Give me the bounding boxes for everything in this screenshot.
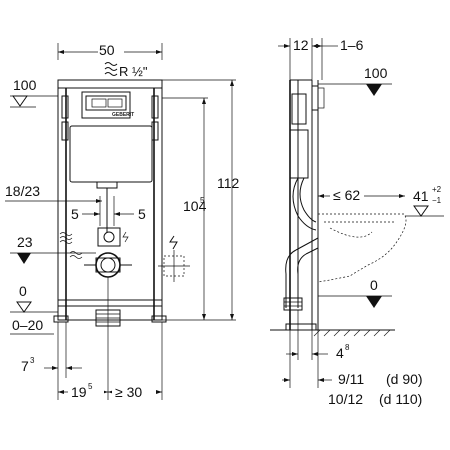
side-level-0-label: 0 [370,277,378,293]
side-dim-le62-label: ≤ 62 [333,187,360,203]
side-dim-4-label: 4 [336,345,344,361]
side-view: 12 1–6 100 ≤ 62 41 +2 −1 [270,37,444,407]
level-0-label: 0 [19,283,27,299]
side-dim-12-label: 12 [293,37,309,53]
electric-icon [169,235,178,250]
level-0-20-label: 0–20 [12,317,43,333]
dim-18-23-label: 18/23 [5,183,40,199]
water-connection-icon [104,62,118,76]
height-104-label: 104 [183,198,207,214]
level-100-label: 100 [13,77,37,93]
side-dim-1-6-label: 1–6 [340,37,364,53]
dim-5-left-label: 5 [71,206,79,222]
wc-bowl [317,213,407,283]
side-level-100-label: 100 [364,65,388,81]
dim-5-right-label: 5 [138,206,146,222]
side-note-d110: (d 110) [379,391,422,407]
electric-small-icon [122,231,129,243]
dim-7-sup: 3 [30,356,35,365]
side-dim-4-sup: 8 [345,343,350,352]
side-dim-41-minus: −1 [432,196,442,205]
side-dim-41-label: 41 [413,188,429,204]
height-112-label: 112 [217,175,240,191]
width-dim-label: 50 [99,42,115,58]
dim-19-sup: 5 [88,382,93,391]
dim-19-label: 19 [71,384,87,400]
water-inlet-icon [59,232,83,259]
water-connection-label: R ½" [119,64,148,79]
dim-ge30-label: ≥ 30 [115,384,142,400]
side-note-d90: (d 90) [386,371,423,387]
brand-text: GEBERIT [112,112,134,118]
level-23-label: 23 [17,234,33,250]
floor-hatch [313,329,391,337]
dim-7-label: 7 [21,358,29,374]
side-dim-9-11-label: 9/11 [338,371,364,387]
side-dim-10-12-label: 10/12 [328,391,363,407]
front-view: 50 R ½" GEBERIT [5,42,240,400]
height-104-sup: 5 [200,196,205,205]
side-dim-41-plus: +2 [432,185,442,194]
